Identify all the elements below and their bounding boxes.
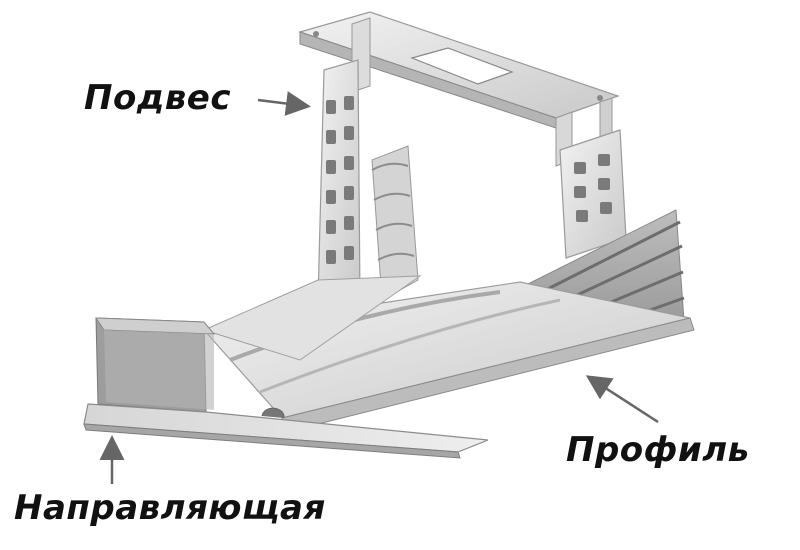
hanger-strip-left: [317, 59, 361, 301]
profile-label: Профиль: [566, 430, 750, 470]
hanger-arrow: [257, 91, 311, 116]
hanger-label: Подвес: [84, 78, 232, 118]
main-profile: [202, 145, 695, 433]
profile-arrow: [585, 375, 659, 424]
hanger-strip-right: [559, 129, 627, 259]
guide-rail: [83, 317, 489, 459]
guide-label: Направляющая: [14, 488, 326, 528]
